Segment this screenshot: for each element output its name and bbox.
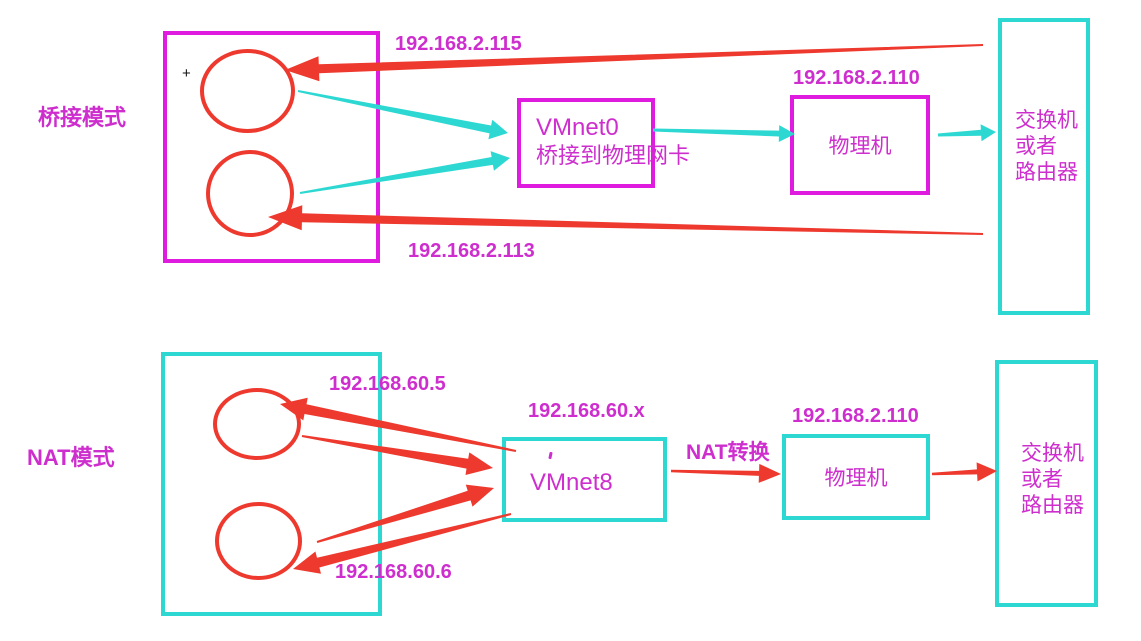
bridge-switch-line1: 交换机 (1015, 109, 1078, 132)
nat-vm-bottom-circle (215, 502, 302, 580)
bridge-host-box: 物理机 (790, 95, 930, 195)
nat-host-to-switch-arrow (931, 462, 997, 482)
nat-vmnet8-to-host-arrow (671, 463, 781, 483)
vmnet0-subtitle: 桥接到物理网卡 (536, 143, 691, 168)
bridge-switch-line2: 或者 (1015, 135, 1057, 158)
cursor-cross-mark: + (182, 65, 191, 82)
bridge-host-to-switch-arrow (937, 124, 996, 142)
vmnet8-title: VMnet8 (530, 469, 613, 496)
bridge-host-ip-label: 192.168.2.110 (793, 67, 920, 89)
bridge-vm-bottom-circle (206, 150, 294, 237)
nat-host-ip-label: 192.168.2.110 (792, 405, 919, 427)
nat-switch-line2: 或者 (1021, 468, 1063, 491)
nat-mode-label: NAT模式 (27, 445, 115, 470)
nat-switch-line3: 路由器 (1021, 494, 1084, 517)
nat-vm-top-ip-label: 192.168.60.5 (329, 373, 446, 395)
bridge-switch-box: 交换机 或者 路由器 (998, 18, 1090, 315)
nat-conversion-label: NAT转换 (686, 441, 770, 464)
nat-switch-box: 交换机 或者 路由器 (995, 360, 1098, 607)
nat-vm-top-circle (213, 388, 301, 460)
nat-switch-line1: 交换机 (1021, 442, 1084, 465)
vmnet0-title: VMnet0 (536, 114, 619, 141)
nat-host-label: 物理机 (824, 467, 888, 490)
nat-host-box: 物理机 (782, 434, 930, 520)
bridge-switch-line3: 路由器 (1015, 161, 1078, 184)
vmnet0-box: VMnet0 桥接到物理网卡 (517, 98, 690, 188)
bridge-host-label: 物理机 (828, 135, 892, 158)
bridge-mode-label: 桥接模式 (38, 105, 127, 130)
nat-vm-group-box (161, 352, 382, 616)
bridge-vm-top-circle (200, 49, 295, 133)
bridge-vm-bottom-ip-label: 192.168.2.113 (408, 240, 535, 262)
bridge-vm-group-box (163, 31, 380, 263)
nat-subnet-label: 192.168.60.x (528, 400, 645, 422)
vmnet8-box: VMnet8 (502, 437, 667, 522)
bridge-vm-top-ip-label: 192.168.2.115 (395, 33, 522, 55)
nat-vm-bottom-ip-label: 192.168.60.6 (335, 561, 452, 583)
